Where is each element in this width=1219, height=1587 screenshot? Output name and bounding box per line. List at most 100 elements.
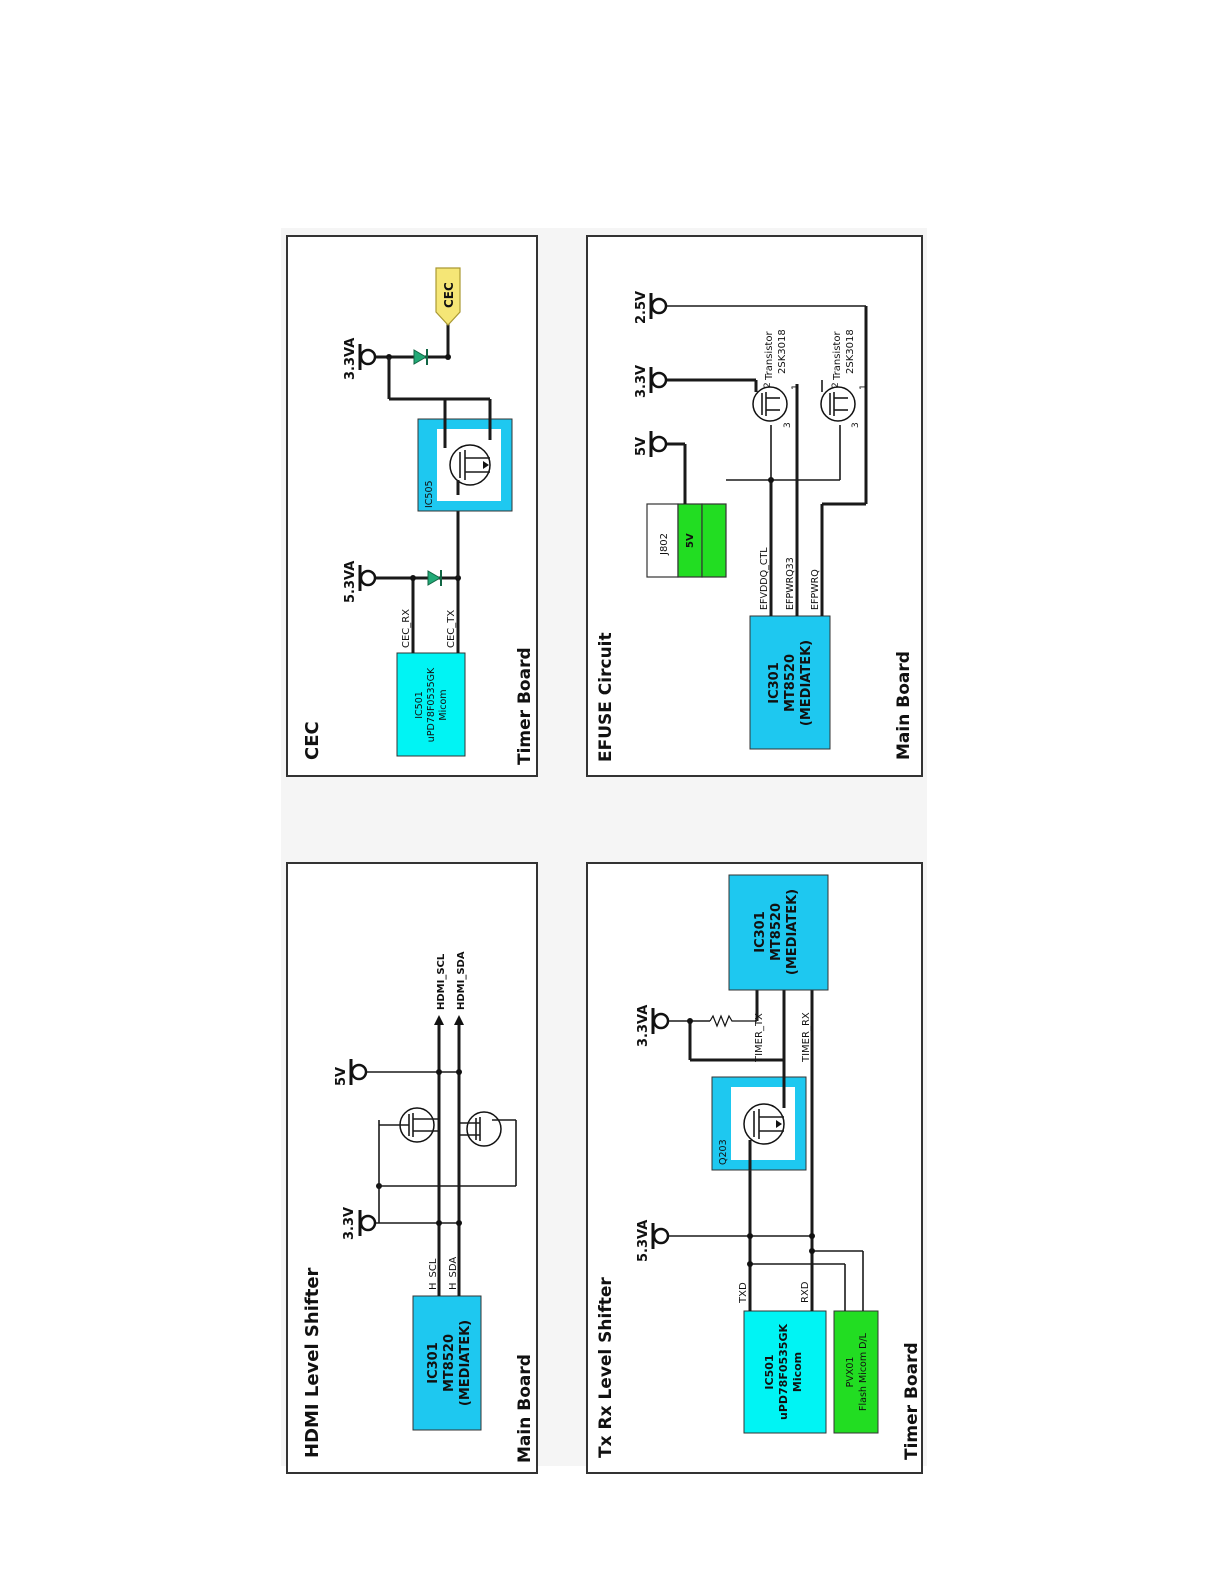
- txrx-flash-box: [833, 1310, 879, 1434]
- cec-tag-label: CEC: [442, 282, 456, 308]
- efuse-ic301-box: [749, 615, 831, 750]
- efuse-ic301-vendor: (MEDIATEK): [799, 640, 814, 726]
- efuse-j802-pin-label: 5V: [685, 533, 696, 548]
- efuse-j802-box: [646, 503, 679, 578]
- txrx-ic301-box: [728, 874, 829, 991]
- txrx-53va-terminal: [652, 1227, 670, 1245]
- efuse-t1-pin2: 2: [763, 382, 773, 388]
- txrx-q-arrow: [776, 1120, 782, 1128]
- hdmi-5v-label: 5V: [334, 1067, 349, 1086]
- txrx-flash-ref: PVX01: [845, 1357, 856, 1388]
- cec-junction-rx: [410, 575, 416, 581]
- hdmi-title: HDMI Level Shifter: [302, 1267, 323, 1458]
- efuse-j802-pin: [677, 503, 703, 578]
- cec-rx-label: CEC_RX: [401, 609, 412, 648]
- cec-33va-terminal: [359, 348, 377, 366]
- hdmi-sda-arrow: [454, 1015, 464, 1025]
- txrx-33va-label: 3.3VA: [636, 1005, 651, 1047]
- efuse-25v-label: 2.5V: [634, 291, 649, 324]
- cec-board-label: Timer Board: [515, 647, 535, 765]
- txrx-micom-part: uPD78F0535GK: [777, 1324, 790, 1420]
- txrx-q203-label: Q203: [718, 1139, 729, 1165]
- efuse-sig3-label: EFPWRQ: [810, 569, 821, 610]
- efuse-t2-pin1: 1: [859, 384, 869, 390]
- efuse-t1-pin3: 3: [783, 422, 793, 428]
- efuse-sig2-label: EFPWRQ33: [785, 557, 796, 610]
- txrx-micom-box: [743, 1310, 827, 1434]
- hdmi-ic301-box: [412, 1295, 482, 1431]
- txrx-ic301-vendor: (MEDIATEK): [785, 889, 800, 975]
- hdmi-ic301-part: MT8520: [442, 1334, 457, 1392]
- cec-title: CEC: [302, 721, 323, 760]
- efuse-board-label: Main Board: [894, 651, 914, 760]
- txrx-junction-c: [747, 1233, 753, 1239]
- efuse-t1-pin1: 1: [791, 384, 801, 390]
- efuse-j802-label: J802: [659, 533, 670, 556]
- efuse-panel: EFUSE Circuit Main Board IC301 MT8520 (M…: [586, 235, 923, 777]
- cec-mosfet-icon: [449, 444, 491, 486]
- cec-ic505-label: IC505: [424, 480, 435, 508]
- txrx-title: Tx Rx Level Shifter: [596, 1277, 616, 1458]
- efuse-33v-terminal: [650, 371, 668, 389]
- txrx-q203-mosfet-icon: [743, 1103, 785, 1145]
- efuse-33v-label: 3.3V: [634, 365, 649, 398]
- hdmi-junction-4: [436, 1069, 442, 1075]
- txrx-junction-b: [809, 1248, 815, 1254]
- txrx-rxd-label: RXD: [800, 1281, 811, 1303]
- hdmi-ic301-vendor: (MEDIATEK): [458, 1320, 473, 1406]
- hdmi-out-scl-label: HDMI_SCL: [436, 953, 447, 1010]
- txrx-micom-ic: IC501: [763, 1354, 776, 1389]
- efuse-ic301-name: IC301: [767, 662, 782, 704]
- efuse-sig1-label: EFVDDQ_CTL: [759, 547, 770, 610]
- txrx-junction-a: [747, 1261, 753, 1267]
- txrx-micom-name: Micom: [791, 1352, 804, 1392]
- txrx-timer-rx-label: TIMER_RX: [801, 1012, 812, 1063]
- cec-micom-part: uPD78F0535GK: [426, 667, 437, 742]
- efuse-25v-terminal: [650, 297, 668, 315]
- hdmi-panel: HDMI Level Shifter Main Board IC301 MT85…: [286, 862, 538, 1474]
- efuse-title: EFUSE Circuit: [596, 632, 616, 762]
- hdmi-board-label: Main Board: [515, 1354, 535, 1463]
- txrx-board-label: Timer Board: [902, 1342, 922, 1460]
- efuse-5v-terminal: [650, 435, 668, 453]
- cec-micom-name: Micom: [438, 689, 449, 720]
- efuse-t2-pin3: 3: [851, 422, 861, 428]
- efuse-j802-pin2: [701, 503, 727, 578]
- efuse-t2-part: 2SK3018: [845, 329, 856, 374]
- txrx-ic301-part: MT8520: [769, 903, 784, 961]
- txrx-flash-desc: Flash Micom D/L: [858, 1332, 869, 1411]
- txrx-junction-d: [809, 1233, 815, 1239]
- hdmi-junction-5: [456, 1069, 462, 1075]
- txrx-panel: Tx Rx Level Shifter Timer Board IC501 uP…: [586, 862, 923, 1474]
- txrx-junction-e: [687, 1018, 693, 1024]
- hdmi-junction-2: [456, 1220, 462, 1226]
- cec-junction-tag: [445, 354, 451, 360]
- efuse-t1-part: 2SK3018: [777, 329, 788, 374]
- txrx-txd-label: TXD: [738, 1282, 749, 1304]
- cec-mosfet-arrow: [483, 461, 489, 469]
- cec-53va-label: 5.3VA: [343, 561, 358, 603]
- hdmi-hsda-label: H_SDA: [448, 1257, 459, 1290]
- cec-diode-2: [413, 349, 427, 365]
- hdmi-33v-terminal: [359, 1214, 377, 1232]
- cec-micom-ic: IC501: [414, 691, 425, 719]
- hdmi-junction-1: [436, 1220, 442, 1226]
- txrx-33va-terminal: [652, 1012, 670, 1030]
- efuse-t2-pin2: 2: [831, 382, 841, 388]
- hdmi-5v-terminal: [350, 1063, 368, 1081]
- txrx-resistor-icon: [709, 1014, 757, 1028]
- hdmi-out-sda-label: HDMI_SDA: [456, 951, 467, 1010]
- cec-panel: CEC Timer Board IC501 uPD78F0535GK Micom…: [286, 235, 538, 777]
- hdmi-hscl-label: H_SCL: [428, 1258, 439, 1290]
- efuse-5v-label: 5V: [634, 437, 649, 456]
- efuse-t1-label: Transistor: [764, 331, 775, 381]
- cec-diode-1: [427, 570, 441, 586]
- cec-33va-label: 3.3VA: [343, 338, 358, 380]
- hdmi-scl-arrow: [434, 1015, 444, 1025]
- efuse-transistor1-icon: [752, 386, 788, 422]
- efuse-transistor2-icon: [820, 386, 856, 422]
- hdmi-panel-frame: [286, 862, 538, 1474]
- cec-micom-box: [396, 652, 466, 757]
- cec-tag: [435, 267, 461, 326]
